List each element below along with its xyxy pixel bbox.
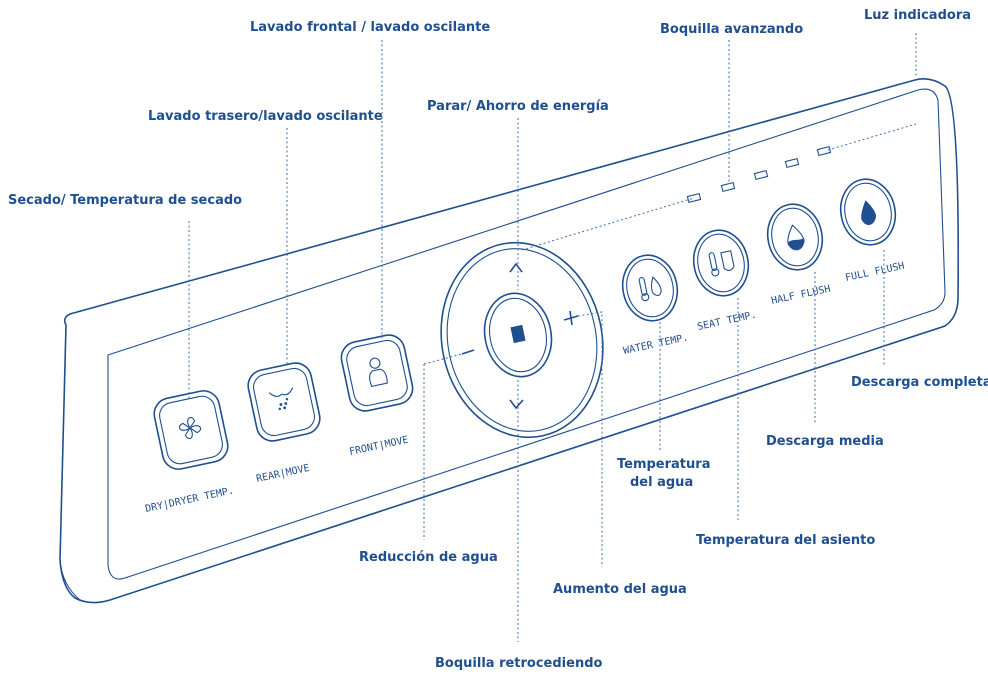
indicator-light bbox=[753, 169, 769, 181]
rear-button-label: REAR|MOVE bbox=[255, 463, 310, 485]
minus-icon[interactable] bbox=[461, 349, 475, 355]
water-temp-button[interactable] bbox=[617, 250, 684, 326]
front-button-label: FRONT|MOVE bbox=[348, 435, 409, 458]
callout-trasero: Lavado trasero/lavado oscilante bbox=[148, 109, 383, 124]
plus-icon[interactable] bbox=[563, 310, 579, 326]
callout-frontal: Lavado frontal / lavado oscilante bbox=[250, 20, 490, 35]
fan-icon bbox=[178, 416, 202, 440]
callout-secado: Secado/ Temperatura de secado bbox=[8, 193, 242, 208]
chevron-up-icon[interactable] bbox=[509, 262, 523, 273]
stop-button[interactable] bbox=[477, 287, 559, 383]
callout-temp-agua-line1: Temperatura bbox=[617, 457, 710, 472]
dry-button-label: DRY|DRYER TEMP. bbox=[144, 485, 235, 515]
stop-icon bbox=[510, 324, 526, 344]
callout-boquilla-retrocediendo: Boquilla retrocediendo bbox=[435, 656, 603, 671]
rear-wash-icon bbox=[268, 387, 294, 411]
chevron-down-icon[interactable] bbox=[509, 399, 524, 410]
indicator-lights bbox=[686, 145, 832, 204]
half-drop-icon bbox=[787, 224, 805, 251]
front-button[interactable] bbox=[338, 332, 415, 414]
rear-button[interactable] bbox=[245, 360, 323, 444]
callout-temp-agua-line2: del agua bbox=[630, 475, 693, 490]
leader-lines bbox=[188, 33, 917, 642]
seat-temp-button[interactable] bbox=[688, 225, 755, 301]
full-flush-label: FULL FLUSH bbox=[844, 261, 905, 284]
callout-aumento: Aumento del agua bbox=[553, 582, 687, 597]
callout-descarga-completa: Descarga completa bbox=[851, 375, 988, 390]
callout-parar: Parar/ Ahorro de energía bbox=[427, 99, 609, 114]
person-icon bbox=[369, 357, 388, 388]
indicator-light bbox=[784, 157, 800, 169]
callout-temp-asiento: Temperatura del asiento bbox=[696, 533, 875, 548]
indicator-light bbox=[816, 145, 832, 157]
thermometer-drop-icon bbox=[638, 276, 662, 302]
callout-descarga-media: Descarga media bbox=[766, 434, 884, 449]
callout-luz-indicadora: Luz indicadora bbox=[864, 8, 971, 23]
full-drop-icon bbox=[861, 200, 877, 226]
half-flush-label: HALF FLUSH bbox=[770, 284, 831, 307]
seat-thermometer-icon bbox=[708, 250, 735, 277]
seat-temp-label: SEAT TEMP. bbox=[696, 310, 757, 333]
water-temp-label: WATER TEMP. bbox=[622, 332, 689, 357]
callout-reduccion: Reducción de agua bbox=[359, 550, 498, 565]
dry-button[interactable] bbox=[151, 388, 231, 472]
callout-boquilla-avanzando: Boquilla avanzando bbox=[660, 22, 803, 37]
half-flush-button[interactable] bbox=[762, 199, 829, 275]
indicator-light bbox=[686, 192, 702, 204]
panel-outer-outline bbox=[59, 78, 960, 604]
panel-side-edge bbox=[59, 559, 81, 601]
full-flush-button[interactable] bbox=[835, 174, 902, 250]
indicator-light bbox=[720, 181, 736, 193]
panel-inner-face bbox=[107, 88, 946, 580]
nozzle-dial[interactable] bbox=[423, 228, 620, 453]
